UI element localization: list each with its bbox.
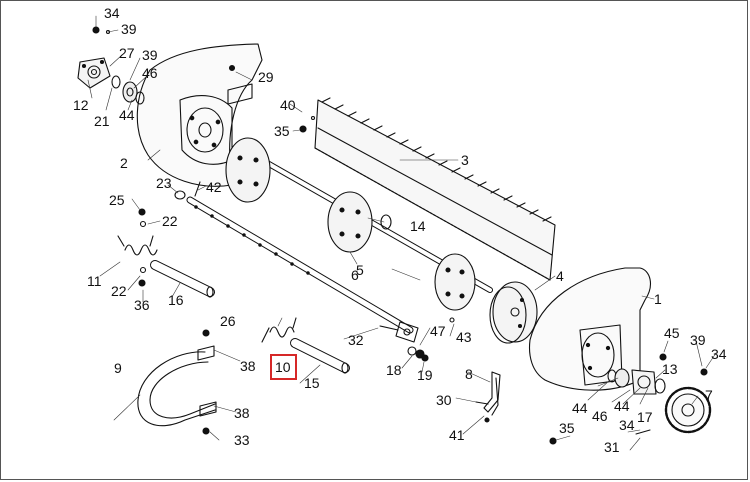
- callout-39: 39: [142, 47, 158, 63]
- callout-47: 47: [430, 323, 446, 339]
- highlighted-part-frame: [270, 354, 297, 380]
- callout-22: 22: [111, 283, 127, 299]
- callout-17: 17: [637, 409, 653, 425]
- callout-7: 7: [705, 387, 713, 403]
- callout-5: 5: [356, 262, 364, 278]
- callout-27: 27: [119, 45, 135, 61]
- callout-39: 39: [121, 21, 137, 37]
- callout-10-highlighted: 10: [275, 359, 291, 375]
- callout-22: 22: [162, 213, 178, 229]
- callout-6: 6: [351, 267, 359, 283]
- callout-38: 38: [240, 358, 256, 374]
- knife-bar-part-3: [314, 97, 556, 281]
- callout-9: 9: [114, 360, 122, 376]
- callout-15: 15: [304, 375, 320, 391]
- callout-44: 44: [572, 400, 588, 416]
- callout-39: 39: [690, 332, 706, 348]
- callout-46: 46: [592, 408, 608, 424]
- callout-30: 30: [436, 392, 452, 408]
- small-fasteners: [138, 64, 651, 445]
- callout-42: 42: [206, 179, 222, 195]
- callout-4: 4: [556, 268, 564, 284]
- callout-26: 26: [220, 313, 236, 329]
- rod-part-16: [150, 260, 215, 298]
- flange-bearing-part-12: [77, 26, 145, 105]
- right-bearing-group: [607, 353, 667, 395]
- callout-36: 36: [134, 297, 150, 313]
- right-housing-part-1: [528, 267, 651, 391]
- callout-35: 35: [559, 420, 575, 436]
- callout-14: 14: [410, 218, 426, 234]
- pulley-part-4: [489, 281, 538, 344]
- callout-12: 12: [73, 97, 89, 113]
- belt-part-9: [137, 329, 217, 435]
- callout-33: 33: [234, 432, 250, 448]
- callout-3: 3: [461, 152, 469, 168]
- callout-8: 8: [465, 366, 473, 382]
- callout-31: 31: [604, 439, 620, 455]
- callout-43: 43: [456, 329, 472, 345]
- callout-13: 13: [662, 361, 678, 377]
- callout-25: 25: [109, 192, 125, 208]
- rod-part-15: [290, 338, 350, 374]
- callout-44: 44: [119, 107, 135, 123]
- sprocket-part-7: [664, 368, 712, 434]
- callout-35: 35: [274, 123, 290, 139]
- callout-16: 16: [168, 292, 184, 308]
- callout-34: 34: [619, 417, 635, 433]
- callout-2: 2: [120, 155, 128, 171]
- spring-part-11: [117, 235, 158, 256]
- callout-34: 34: [104, 5, 120, 21]
- spring-part-10: [261, 317, 297, 343]
- shaft-part-5: [225, 137, 493, 311]
- callout-34: 34: [711, 346, 727, 362]
- callout-41: 41: [449, 427, 465, 443]
- callout-44: 44: [614, 398, 630, 414]
- rod-part-6: [186, 196, 419, 343]
- callout-32: 32: [348, 332, 364, 348]
- bracket-part-8: [483, 371, 501, 416]
- callout-1: 1: [654, 291, 662, 307]
- callout-21: 21: [94, 113, 110, 129]
- callout-11: 11: [87, 273, 102, 289]
- callout-38: 38: [234, 405, 250, 421]
- callout-40: 40: [280, 97, 296, 113]
- callout-19: 19: [417, 367, 433, 383]
- callout-45: 45: [664, 325, 680, 341]
- callout-23: 23: [156, 175, 172, 191]
- leader-lines: [87, 15, 717, 451]
- callout-46: 46: [142, 65, 158, 81]
- callout-18: 18: [386, 362, 402, 378]
- callout-29: 29: [258, 69, 274, 85]
